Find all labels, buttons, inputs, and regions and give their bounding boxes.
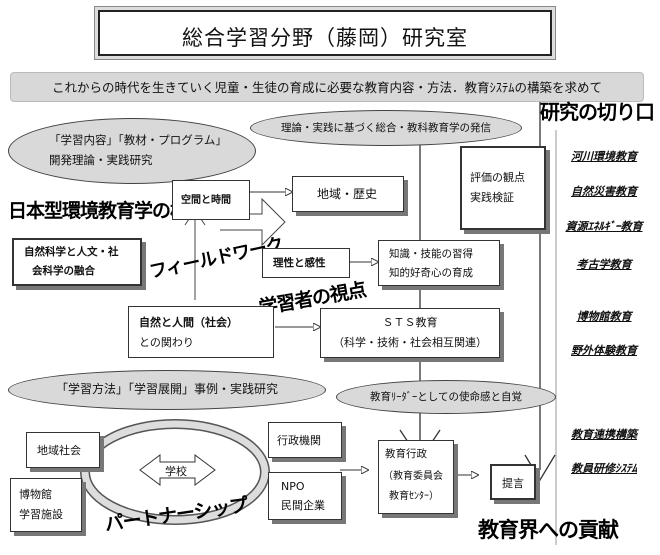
science-fusion-line1: 自然科学と人文・社 xyxy=(24,246,119,258)
region-history-box: 地域・歴史 xyxy=(292,176,404,212)
local-society-box: 地域社会 xyxy=(26,432,100,468)
title-box: 総合学習分野（藤岡）研究室 xyxy=(98,10,552,56)
page-title: 総合学習分野（藤岡）研究室 xyxy=(182,26,468,50)
evaluation-line1: 評価の観点 xyxy=(470,171,525,184)
right-item-outdoor: 野外体験教育 xyxy=(562,340,646,362)
leader-cloud-text: 教育ﾘｰﾀﾞｰとしての使命感と自覚 xyxy=(370,391,522,403)
content-cloud-line1: 「学習内容」「教材・プログラム」 xyxy=(49,133,227,147)
space-time-box: 空間と時間 xyxy=(172,180,250,220)
right-item-museum: 博物館教育 xyxy=(562,306,646,328)
proposal-box: 提言 xyxy=(490,464,536,500)
museum-line1: 博物館 xyxy=(19,488,52,501)
research-entry-label: 研究の切り口 xyxy=(540,100,655,124)
npo-box: NPO 民間企業 xyxy=(268,472,342,520)
knowledge-line2: 知的好奇心の育成 xyxy=(389,267,473,279)
museum-box: 博物館 学習施設 xyxy=(10,478,82,532)
evaluation-box: 評価の観点 実践検証 xyxy=(460,146,546,230)
edu-admin-line3: 教育ｾﾝﾀｰ） xyxy=(389,491,439,502)
science-fusion-box: 自然科学と人文・社 会科学の融合 xyxy=(12,238,142,286)
japan-env-label: 日本型環境教育学の構築 xyxy=(8,200,207,222)
subtitle-text: これからの時代を生きていく児童・生徒の育成に必要な教育内容・方法．教育ｼｽﾃﾑの… xyxy=(51,80,602,95)
sts-line2: （科学・技術・社会相互関連） xyxy=(333,336,487,349)
right-item-archaeology: 考古学教育 xyxy=(562,254,646,276)
admin-box: 行政機関 xyxy=(268,422,342,458)
proposal-text: 提言 xyxy=(502,477,524,490)
local-society-text: 地域社会 xyxy=(37,444,81,457)
nature-human-line2: との関わり xyxy=(139,336,194,349)
theory-cloud-text: 理論・実践に基づく総合・教科教育学の発信 xyxy=(281,122,491,134)
content-cloud-line2: 開発理論・実践研究 xyxy=(49,153,153,167)
nature-human-line1: 自然と人間（社会） xyxy=(139,316,238,329)
evaluation-line2: 実践検証 xyxy=(470,191,514,204)
space-time-text: 空間と時間 xyxy=(181,195,231,206)
subtitle-banner: これからの時代を生きていく児童・生徒の育成に必要な教育内容・方法．教育ｼｽﾃﾑの… xyxy=(10,72,644,102)
edu-admin-line1: 教育行政 xyxy=(385,448,427,460)
museum-line2: 学習施設 xyxy=(19,508,63,521)
sts-box: ＳＴＳ教育 （科学・技術・社会相互関連） xyxy=(320,308,500,358)
right-item-disaster: 自然災害教育 xyxy=(562,181,646,203)
theory-cloud: 理論・実践に基づく総合・教科教育学の発信 xyxy=(250,110,522,146)
edu-admin-line2: （教育委員会 xyxy=(383,471,443,482)
science-fusion-line2: 会科学の融合 xyxy=(32,265,95,277)
knowledge-box: 知識・技能の習得 知的好奇心の育成 xyxy=(378,240,500,286)
right-item-river: 河川環境教育 xyxy=(562,146,646,168)
method-cloud: 「学習方法」「学習展開」事例・実践研究 xyxy=(8,370,326,410)
leader-cloud: 教育ﾘｰﾀﾞｰとしての使命感と自覚 xyxy=(336,380,556,414)
school-label: 学校 xyxy=(165,465,187,478)
reason-sense-box: 理性と感性 xyxy=(262,248,350,278)
nature-human-box: 自然と人間（社会） との関わり xyxy=(128,306,274,358)
edu-admin-box: 教育行政 （教育委員会 教育ｾﾝﾀｰ） xyxy=(378,440,454,514)
method-cloud-text: 「学習方法」「学習展開」事例・実践研究 xyxy=(55,382,278,396)
knowledge-line1: 知識・技能の習得 xyxy=(389,248,473,260)
content-cloud: 「学習内容」「教材・プログラム」 開発理論・実践研究 xyxy=(8,118,256,184)
reason-sense-text: 理性と感性 xyxy=(273,257,326,269)
npo-line1: NPO xyxy=(281,480,305,493)
right-item-coop: 教育連携構築 xyxy=(562,424,646,446)
region-history-text: 地域・歴史 xyxy=(317,187,378,201)
sts-line1: ＳＴＳ教育 xyxy=(382,316,438,329)
right-item-energy: 資源ｴﾈﾙｷﾞｰ教育 xyxy=(562,216,646,238)
admin-text: 行政機関 xyxy=(277,434,321,447)
right-item-training: 教員研修ｼｽﾃﾑ xyxy=(562,458,646,480)
contribution-label: 教育界への貢献 xyxy=(478,518,619,542)
npo-line2: 民間企業 xyxy=(281,499,325,512)
